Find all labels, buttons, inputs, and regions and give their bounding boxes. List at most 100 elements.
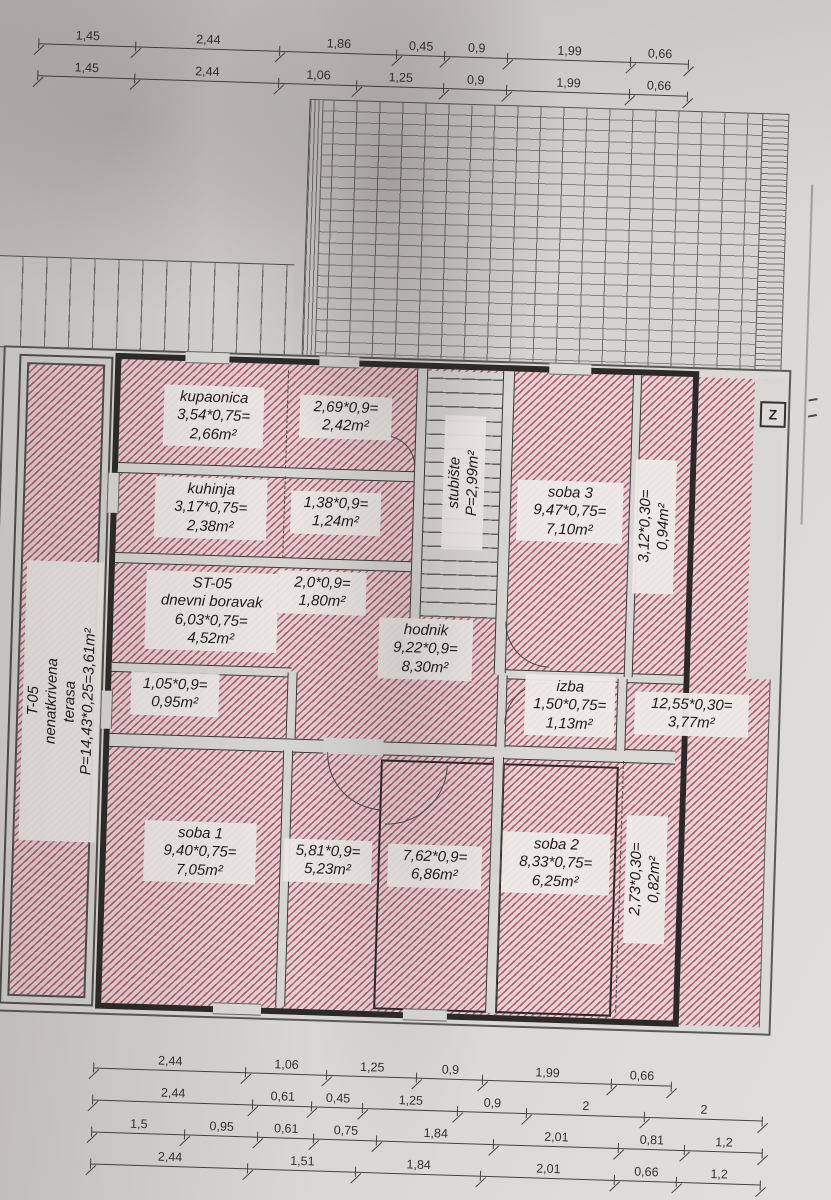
dim-value: 2,44 — [195, 63, 220, 79]
dim-segment: 0,95 — [184, 1109, 259, 1138]
window-opening — [402, 1008, 448, 1022]
window-opening — [319, 355, 360, 369]
roof-siding-strip — [0, 255, 295, 357]
dim-segment: 2,44 — [93, 1074, 254, 1106]
window-marker-glyph: Z — [768, 406, 778, 423]
dim-segment: 0,9 — [457, 1085, 528, 1115]
dim-value: 1,06 — [274, 1056, 299, 1072]
dim-value: 0,61 — [273, 1120, 299, 1136]
dim-segment: 1,45 — [39, 20, 137, 48]
dim-value: 0,81 — [639, 1132, 665, 1147]
sheet-edge-line — [800, 184, 814, 525]
dim-segment: 0,61 — [257, 1111, 315, 1140]
window-marker-symbol: Z — [759, 401, 787, 428]
room-label-5_81: 5,81*0,9=5,23m² — [283, 838, 373, 884]
window-opening — [549, 362, 592, 376]
dim-segment: 0,61 — [252, 1079, 314, 1108]
window-opening — [106, 472, 120, 514]
dim-segment: 0,45 — [312, 1081, 365, 1110]
dim-segment: 1,06 — [279, 59, 358, 87]
dim-segment: 2,01 — [493, 1119, 620, 1150]
dim-value: 1,99 — [557, 43, 582, 58]
dim-value: 0,66 — [647, 45, 673, 61]
dim-segment: 0,66 — [629, 70, 689, 97]
dim-segment: 1,25 — [326, 1049, 419, 1079]
dim-value: 0,9 — [466, 72, 485, 87]
dim-value: 2 — [700, 1102, 708, 1117]
dim-value: 0,45 — [408, 38, 434, 54]
dim-value: 1,25 — [388, 69, 414, 85]
roof-plan-hatch — [301, 98, 790, 380]
dim-value: 2,44 — [157, 1053, 183, 1068]
dim-segment: 0,9 — [417, 1052, 484, 1081]
dim-segment: 1,2 — [676, 1156, 762, 1186]
dim-value: 1,45 — [74, 59, 100, 75]
dim-segment: 1,84 — [355, 1146, 482, 1177]
dim-value: 2,44 — [160, 1085, 186, 1100]
dim-segment: 1,2 — [684, 1125, 764, 1154]
dim-segment: 2,44 — [134, 55, 281, 84]
dim-segment: 2,44 — [91, 1138, 250, 1170]
room-label-terasa: T-05 nenatkrivena terasa P=14,43*0,25=3,… — [18, 560, 105, 843]
dim-segment: 1,99 — [507, 35, 632, 63]
dim-value: 0,45 — [325, 1090, 351, 1106]
dim-segment: 1,51 — [248, 1143, 357, 1173]
room-label-12_55: 12,55*0,30=3,77m² — [633, 691, 750, 738]
room-label-2_73: 2,73*0,30=0,82m² — [623, 815, 668, 945]
dim-value: 1,84 — [423, 1125, 449, 1141]
dim-value: 0,61 — [270, 1088, 296, 1104]
dim-value: 0,9 — [441, 1061, 460, 1077]
dim-segment: 1,99 — [506, 67, 631, 95]
dim-value: 1,25 — [398, 1092, 424, 1108]
dim-value: 1,2 — [715, 1134, 733, 1150]
dim-segment: 1,25 — [357, 62, 445, 90]
dim-value: 1,99 — [556, 75, 581, 90]
dim-value: 2,01 — [544, 1129, 569, 1144]
dim-segment: 0,66 — [611, 1058, 673, 1087]
window-opening — [212, 1002, 262, 1016]
wall — [285, 672, 298, 739]
room-label-3_12: 3,12*0,30=0,94m² — [632, 459, 678, 595]
room-label-1_05: 1,05*0,9=0,95m² — [130, 671, 220, 717]
dim-segment: 0,45 — [396, 31, 446, 58]
dim-value: 1,06 — [306, 67, 331, 82]
dim-segment: 2,44 — [135, 23, 282, 52]
dim-value: 0,66 — [634, 1164, 659, 1179]
dim-value: 0,66 — [629, 1067, 655, 1083]
dim-value: 1,51 — [290, 1153, 315, 1168]
dim-segment: 1,5 — [92, 1106, 186, 1136]
dim-value: 0,9 — [483, 1095, 502, 1110]
window-opening — [99, 690, 113, 729]
dim-value: 1,84 — [406, 1156, 432, 1172]
dim-segment: 0,66 — [615, 1154, 678, 1183]
room-label-2_69: 2,69*0,9=2,42m² — [299, 394, 393, 441]
dim-value: 0,75 — [333, 1122, 359, 1138]
dim-value: 2,44 — [196, 31, 221, 47]
dim-value: 1,99 — [535, 1064, 560, 1080]
dim-value: 0,9 — [467, 40, 486, 55]
dim-value: 1,5 — [129, 1116, 148, 1131]
dim-value: 2,44 — [157, 1149, 183, 1164]
dim-segment: 2,01 — [480, 1150, 616, 1181]
sheet-edge-mark — [807, 413, 818, 418]
dim-segment: 2 — [526, 1088, 646, 1118]
roof-edge-left — [302, 99, 324, 365]
dim-segment: 0,75 — [314, 1113, 378, 1142]
dim-value: 0,95 — [209, 1118, 235, 1134]
sheet-edge-mark — [808, 397, 818, 402]
dim-value: 1,86 — [326, 35, 352, 51]
dim-segment: 0,81 — [618, 1123, 686, 1152]
dim-segment: 0,9 — [443, 65, 508, 92]
dim-segment: 1,45 — [38, 52, 136, 80]
window-opening — [185, 351, 230, 365]
dim-segment: 1,25 — [363, 1083, 459, 1112]
dim-value: 1,45 — [75, 27, 101, 43]
